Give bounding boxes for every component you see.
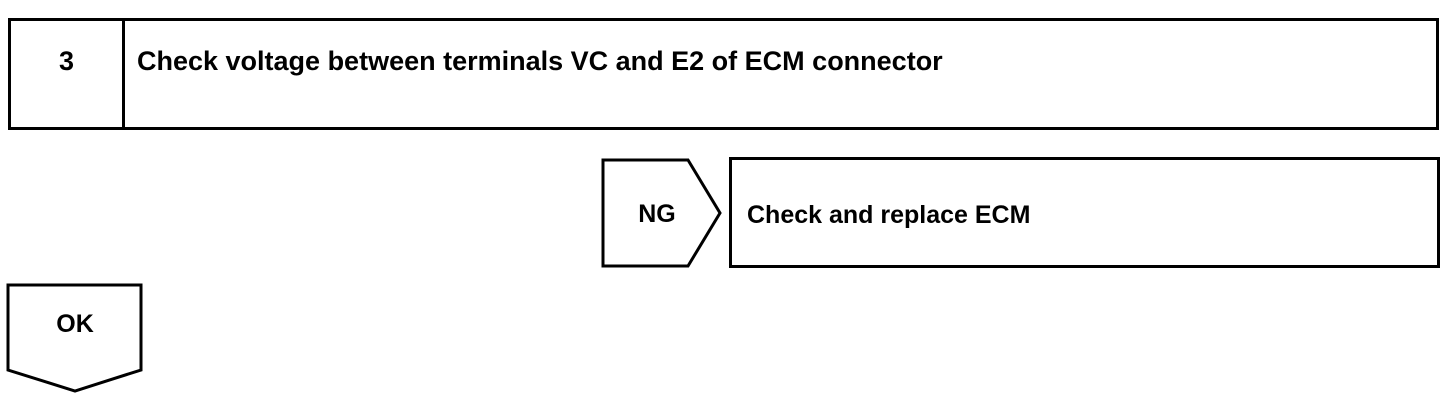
step-divider: [122, 21, 125, 127]
step-box: 3 Check voltage between terminals VC and…: [8, 18, 1439, 130]
ok-arrow-shape: [6, 283, 143, 393]
step-number: 3: [58, 46, 75, 76]
ng-action-text: Check and replace ECM: [747, 201, 1031, 229]
ok-label: OK: [56, 310, 94, 338]
ng-arrow-shape: [601, 158, 722, 268]
step-title: Check voltage between terminals VC and E…: [137, 46, 943, 76]
ng-label: NG: [638, 200, 676, 228]
ng-action-box: Check and replace ECM: [729, 157, 1440, 268]
